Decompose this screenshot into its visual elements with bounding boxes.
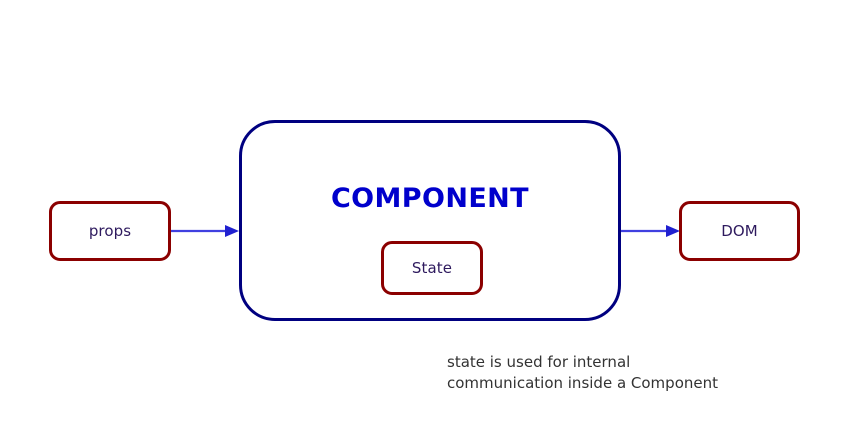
arrow-props-to-component-icon <box>171 225 239 237</box>
node-component-label: COMPONENT <box>330 183 530 214</box>
arrow-component-to-dom-icon <box>621 225 680 237</box>
node-state[interactable]: State <box>381 241 483 295</box>
node-dom-label: DOM <box>721 221 758 240</box>
node-dom[interactable]: DOM <box>679 201 800 261</box>
node-props-label: props <box>88 221 132 240</box>
arrow-component-to-dom <box>621 223 680 239</box>
node-state-label: State <box>411 258 453 277</box>
diagram-caption: state is used for internal communication… <box>447 353 718 392</box>
node-props[interactable]: props <box>49 201 171 261</box>
node-component[interactable]: COMPONENT State <box>239 120 621 321</box>
arrow-props-to-component <box>171 223 239 239</box>
